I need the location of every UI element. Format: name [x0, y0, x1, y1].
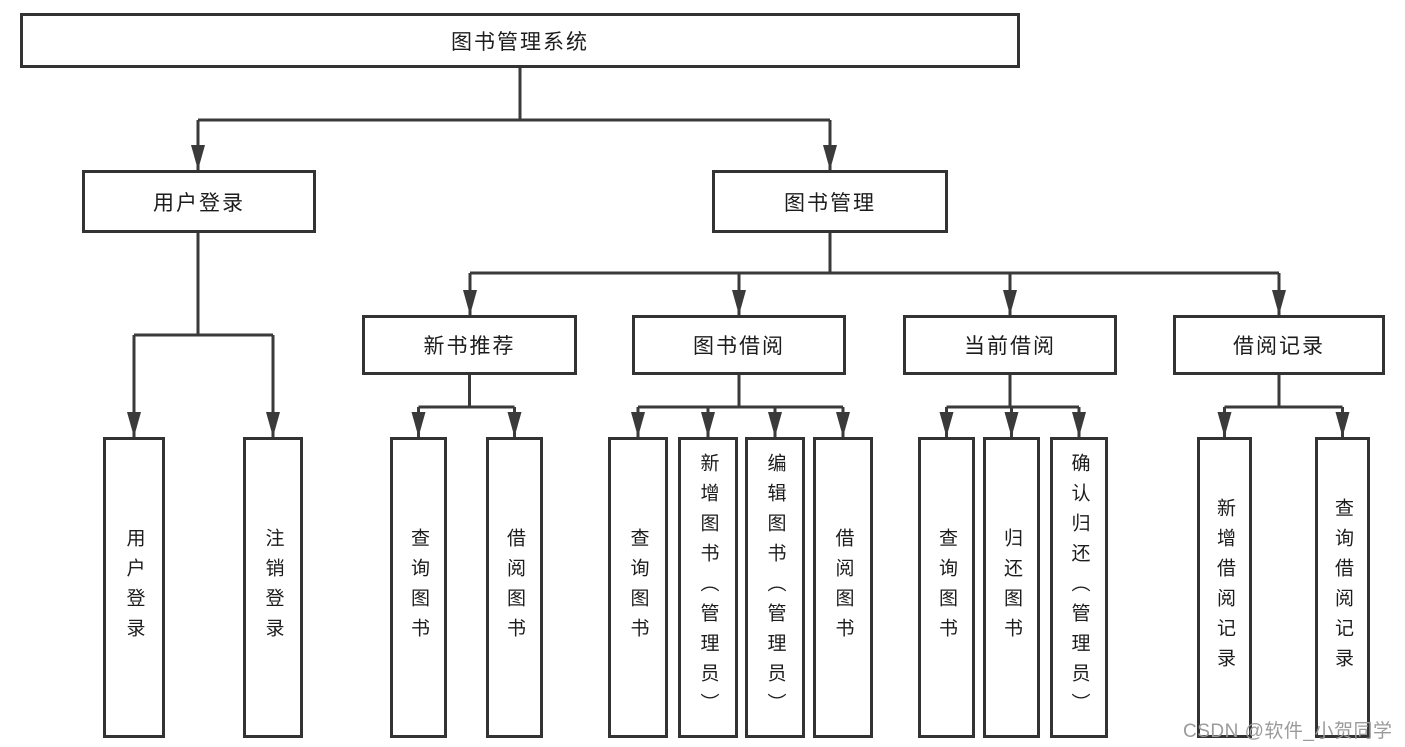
node-label: 查询图书	[936, 527, 957, 648]
arrow-down-icon	[1072, 412, 1086, 437]
leaf-edit-books-admin: 编辑图书（管理员）	[745, 437, 805, 738]
arrow-down-icon	[507, 412, 522, 437]
node-label: 查询图书	[627, 527, 649, 648]
leaf-borrow-books-recommend: 借阅图书	[486, 437, 543, 738]
leaf-query-books-current: 查询图书	[918, 437, 975, 738]
csdn-watermark: CSDN @软件_小贺同学	[1183, 721, 1393, 742]
arrowhead-icons	[127, 145, 1350, 437]
node-label: 借阅图书	[504, 527, 525, 648]
node-label: 用户登录	[153, 191, 245, 215]
node-label: 查询图书	[408, 527, 429, 648]
node-new-book-recommend: 新书推荐	[362, 315, 577, 375]
arrow-down-icon	[631, 412, 645, 437]
node-label: 查询借阅记录	[1332, 497, 1353, 678]
leaf-query-books-recommend: 查询图书	[390, 437, 447, 738]
node-label: 确认归还（管理员）	[1068, 452, 1090, 723]
leaf-query-books-borrowing: 查询图书	[608, 437, 668, 738]
leaf-query-borrow-record: 查询借阅记录	[1315, 437, 1370, 738]
arrow-down-icon	[823, 145, 837, 170]
node-borrowing-records: 借阅记录	[1173, 315, 1385, 375]
leaf-logout: 注销登录	[243, 437, 303, 738]
connector-book-management-children	[468, 233, 1281, 315]
arrow-down-icon	[463, 290, 477, 315]
connector-root-to-level2	[196, 68, 832, 170]
connector-borrowing-records-children	[1223, 375, 1344, 437]
node-label: 图书管理系统	[451, 30, 589, 54]
node-label: 新增图书（管理员）	[697, 452, 719, 723]
node-user-login: 用户登录	[82, 170, 316, 233]
node-system-root: 图书管理系统	[20, 13, 1020, 68]
arrow-down-icon	[266, 412, 280, 437]
arrow-down-icon	[732, 290, 746, 315]
arrow-down-icon	[1335, 412, 1350, 437]
arrow-down-icon	[836, 412, 850, 437]
arrow-down-icon	[939, 412, 954, 437]
arrow-down-icon	[1003, 290, 1017, 315]
arrow-down-icon	[1217, 412, 1232, 437]
leaf-borrow-books-borrowing: 借阅图书	[813, 437, 873, 738]
node-label: 新书推荐	[423, 335, 516, 358]
node-label: 用户登录	[123, 527, 145, 648]
leaf-user-login: 用户登录	[103, 437, 165, 738]
leaf-add-books-admin: 新增图书（管理员）	[678, 437, 738, 738]
node-label: 归还图书	[1001, 527, 1022, 648]
node-label: 借阅记录	[1233, 335, 1325, 358]
connector-new-book-recommend-children	[417, 375, 516, 437]
arrow-down-icon	[127, 412, 141, 437]
node-label: 当前借阅	[964, 335, 1056, 358]
leaf-confirm-return-admin: 确认归还（管理员）	[1050, 437, 1108, 738]
node-label: 注销登录	[262, 527, 284, 648]
connector-user-login-children	[132, 233, 275, 437]
leaf-return-books: 归还图书	[983, 437, 1040, 738]
arrow-down-icon	[191, 145, 205, 170]
node-label: 借阅图书	[832, 527, 854, 648]
arrow-down-icon	[411, 412, 426, 437]
connector-book-borrowing-children	[636, 375, 845, 437]
leaf-add-borrow-record: 新增借阅记录	[1197, 437, 1252, 738]
node-label: 编辑图书（管理员）	[764, 452, 786, 723]
node-book-borrowing: 图书借阅	[632, 315, 846, 375]
arrow-down-icon	[1004, 412, 1019, 437]
node-label: 新增借阅记录	[1214, 497, 1235, 678]
arrow-down-icon	[1272, 290, 1286, 315]
node-label: 图书管理	[784, 191, 876, 215]
arrow-down-icon	[701, 412, 715, 437]
arrow-down-icon	[768, 412, 782, 437]
node-label: 图书借阅	[693, 335, 785, 358]
node-book-management: 图书管理	[712, 170, 948, 233]
node-current-borrowing: 当前借阅	[903, 315, 1117, 375]
